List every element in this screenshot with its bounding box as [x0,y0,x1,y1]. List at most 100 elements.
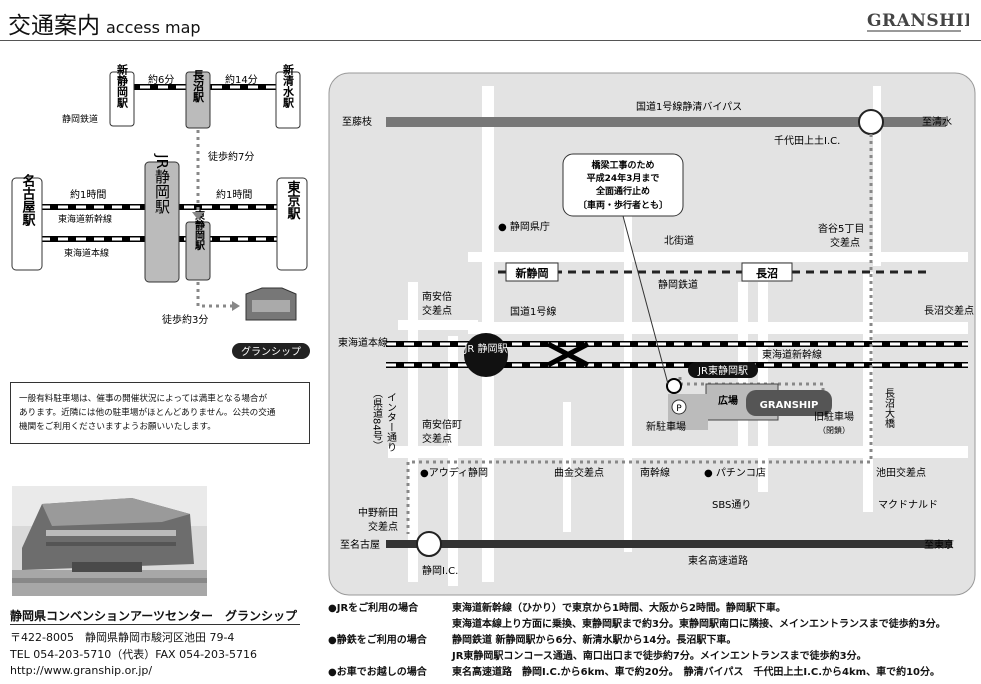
venue-divider [10,624,300,625]
venue-url[interactable]: http://www.granship.or.jp/ [10,664,153,677]
granship-tag-label: グランシップ [241,345,301,358]
walk-path-granship [196,282,232,308]
note-line: 機関をご利用くださいますようお願いいたします。 [19,422,216,432]
label-minamiabe-2: 交差点 [422,304,452,317]
bypass-road [386,117,946,127]
station-higashishizuoka [185,221,211,281]
access-row-car: ●お車でお越しの場合東名高速道路 静岡I.C.から6km、車で約20分。 静清バ… [328,667,941,678]
shizuoka-ic-icon [416,531,442,557]
route-diagram: 新静岡駅 長沼駅 新清水駅 JR静岡駅 名古屋駅 東京駅 東静岡駅 静岡鉄道 約… [11,63,310,359]
access-row-shizutetsu: ●静鉄をご利用の場合静岡鉄道 新静岡駅から6分、新清水駅から14分。長沼駅下車。 [328,635,737,646]
label-komagoe-2: 交差点 [830,236,860,249]
granship-building [746,390,832,416]
venue-name: 静岡県コンベンションアーツセンター グランシップ [10,609,298,623]
notice-pointer [622,215,669,385]
jr-station-label-1: JR 静岡駅 [463,342,507,355]
svg-text:GRANSHIP: GRANSHIP [867,11,969,31]
station-label-shinshizuoka: 新静岡駅 [116,63,130,109]
walk-route [406,134,873,534]
higashi-station-label: JR東静岡駅 [697,364,748,377]
label-nakanoshinden: 中野新田 [358,506,398,519]
higashi-station-marker [688,362,758,378]
label-interdori: インター通り [385,392,397,452]
notice-line: 全面通行止め [595,185,650,197]
page-subtitle: access map [106,18,201,37]
access-row-jr-2: 東海道本線上り方面に乗換、東静岡駅まで約3分。東静岡駅南口に隣接、メインエントラ… [452,619,946,630]
label-chiyoda-ic: 千代田上土I.C. [774,134,840,147]
label-closed: （閉鎖） [818,425,850,435]
map-station-naganuma-label: 長沼 [756,266,778,280]
label-naganuma-x: 長沼交差点 [924,304,974,317]
hiroba-label: 広場 [718,394,738,407]
access-row-jr: ●JRをご利用の場合東海道新幹線（ひかり）で東京から1時間、大阪から2時間。静岡… [328,603,786,614]
label-kyokukane: 曲金交差点 [554,466,604,479]
arrow-down-icon [192,212,204,220]
label-hour1-left: 約1時間 [70,188,106,201]
station-shinshizuoka [109,71,135,127]
label-nakanoshinden-2: 交差点 [368,520,398,533]
label-old-parking: 旧駐車場 [814,410,854,423]
map-station-naganuma [741,262,793,282]
label-shinkansen: 東海道新幹線 [58,213,112,225]
label-bypass: 国道1号線静清バイパス [636,100,742,113]
label-walk7: 徒歩約7分 [208,150,254,163]
label-shizutetsu: 静岡鉄道 [62,113,98,125]
label-route1: 国道1号線 [510,305,556,318]
station-jr-shizuoka [144,161,180,283]
label-tomei: 東名高速道路 [688,554,748,567]
label-minamikansen: 南幹線 [640,466,670,479]
label-komagoe: 沓谷5丁目 [818,222,864,235]
label-honsen: 東海道本線 [64,247,109,259]
label-mcdonald: マクドナルド [878,499,938,511]
venue-tel-fax: TEL 054-203-5710（代表）FAX 054-203-5716 [10,647,258,661]
parking-icon [671,399,687,415]
label-minamiabecho-2: 交差点 [422,432,452,445]
chiyoda-ic-icon [858,109,884,135]
label-prefoffice: ● 静岡県庁 [498,220,550,233]
jr-shizuoka-station-marker [464,333,508,377]
label-minamiabecho: 南安倍町 [422,418,462,431]
label-audi: ●アウディ静岡 [420,466,488,479]
station-tokyo [276,177,308,271]
parking-icon-letter: P [676,404,682,414]
map-station-shinshizuoka-label: 新静岡 [516,266,549,280]
station-shinshimizu [275,71,301,129]
label-honsen: 東海道本線 [338,336,388,349]
label-shizuoka-ic: 静岡I.C. [422,564,458,577]
granship-tag [232,343,310,359]
label-to-nagoya: 至名古屋 [340,538,380,551]
granship-building-icon [245,287,297,321]
label-to-fujieda: 至藤枝 [342,115,372,128]
station-label-jr-shizuoka: JR静岡駅 [153,153,171,214]
label-sbs: SBS通り [712,499,751,511]
venue-address: 〒422-8005 静岡県静岡市駿河区池田 79-4 [10,631,235,644]
label-minamiabe: 南安倍 [422,290,452,303]
rail-crossover [546,341,590,368]
parking-note: 一般有料駐車場は、催事の開催状況によっては満車となる場合が あります。近隣には他… [10,382,310,444]
granship-label: GRANSHIP [760,400,819,411]
station-label-higashishizuoka: 東静岡駅 [193,209,206,251]
label-shizutetsu: 静岡鉄道 [658,278,698,291]
station-label-shinshimizu: 新清水駅 [282,63,296,109]
station-label-tokyo: 東京駅 [285,180,302,221]
label-hour1-right: 約1時間 [216,188,252,201]
label-walk3: 徒歩約3分 [162,313,208,326]
granship-logo: GRANSHIP [859,4,977,38]
label-to-shimizu: 至清水 [922,115,952,128]
label-min14: 約14分 [225,73,258,86]
label-min6: 約6分 [148,73,174,86]
note-line: 一般有料駐車場は、催事の開催状況によっては満車となる場合が [19,394,268,404]
label-pachinko: ● パチンコ店 [704,466,766,479]
station-label-nagoya: 名古屋駅 [20,173,37,227]
access-row-shizutetsu-2: JR東静岡駅コンコース通過、南口出口まで徒歩約7分。メインエントランスまで徒歩約… [452,651,867,662]
tomei-expressway [386,540,952,548]
notice-line: 〔車両・歩行者とも〕 [578,199,668,211]
access-map: JR 静岡駅 JR東静岡駅 P 広場 GRANSHIP 橋梁工事のため 平成24… [328,72,976,596]
venue-photo [12,486,207,596]
label-kitakaido: 北街道 [664,234,694,247]
closed-bridge-icon [666,378,682,394]
label-naganuma-bridge: 長沼大橋 [883,388,895,429]
station-naganuma [185,71,211,129]
label-to-tokyo: 至東京 [924,538,954,551]
